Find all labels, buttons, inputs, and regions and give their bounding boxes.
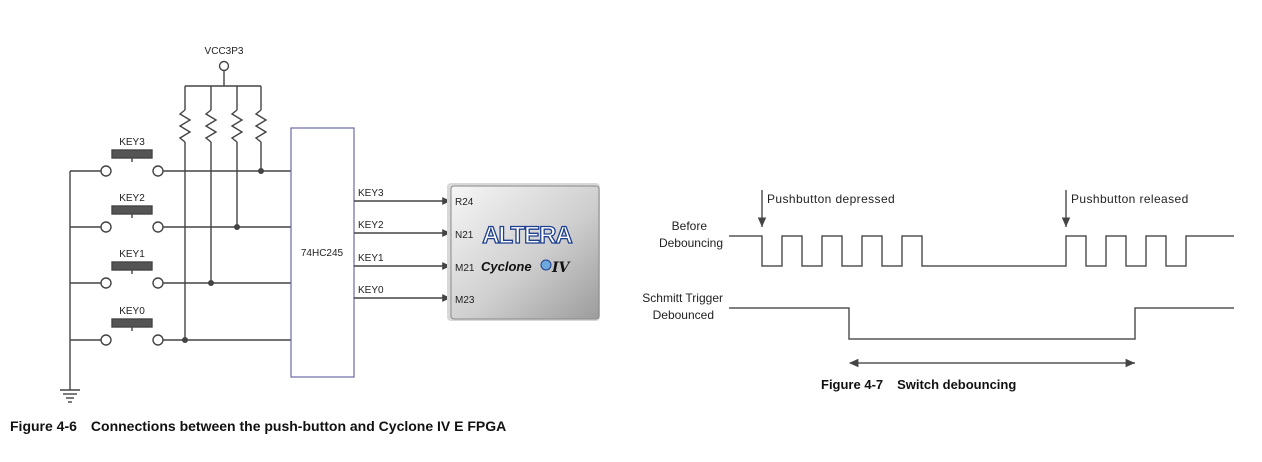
- schematic: VCC3P3: [60, 46, 451, 403]
- cyclone-swirl-icon: [540, 259, 552, 271]
- altera-logo: ALTERA: [482, 222, 572, 249]
- fpga-pin-key1: M21: [455, 263, 475, 274]
- cyclone-suffix: IV: [551, 260, 572, 276]
- power-label: VCC3P3: [205, 46, 244, 57]
- buffer-label: 74HC245: [301, 248, 344, 259]
- resistor-key2: [230, 109, 244, 143]
- waveform-before-debouncing: [729, 235, 1234, 267]
- signal-label-key3: KEY3: [358, 188, 384, 199]
- figure-4-7-number: Figure 4-7: [821, 377, 884, 392]
- switch-key2: [70, 205, 291, 233]
- figure-4-7-title: Switch debouncing: [897, 377, 1017, 392]
- waveform-debounced: [729, 307, 1234, 340]
- figure-4-6-number: Figure 4-6: [10, 418, 77, 434]
- label-before-line2: Debouncing: [659, 236, 723, 250]
- signal-label-key0: KEY0: [358, 285, 384, 296]
- figure-4-6-title: Connections between the push-button and …: [90, 418, 507, 434]
- figure-4-6-caption: Figure 4-6 Connections between the push-b…: [10, 418, 506, 434]
- label-before-line1: Before: [672, 219, 708, 233]
- power-terminal: [218, 60, 230, 72]
- fpga-pin-key2: N21: [455, 230, 474, 241]
- switch-label-key2: KEY2: [119, 193, 145, 204]
- switch-key3: [70, 149, 291, 177]
- junction-dots: [182, 168, 264, 343]
- ground-symbol: [60, 389, 80, 403]
- switch-key1: [70, 261, 291, 289]
- output-signals: [354, 197, 451, 302]
- resistor-key0: [178, 109, 192, 143]
- switch-label-key3: KEY3: [119, 137, 145, 148]
- label-released: Pushbutton released: [1071, 192, 1189, 206]
- label-depressed: Pushbutton depressed: [767, 192, 895, 206]
- resistor-key3: [254, 109, 268, 143]
- debounce-labels: Pushbutton depressed Pushbutton released…: [642, 192, 1188, 322]
- signal-label-key1: KEY1: [358, 253, 384, 264]
- resistor-key1: [204, 109, 218, 143]
- fpga-pin-key3: R24: [455, 197, 474, 208]
- switch-label-key1: KEY1: [119, 249, 145, 260]
- buffer-ic: [290, 127, 355, 378]
- fpga-chip: R24 N21 M21 M23 ALTERA Cyclone IV: [447, 183, 600, 321]
- label-schmitt-line2: Debounced: [653, 308, 714, 322]
- label-schmitt-line1: Schmitt Trigger: [642, 291, 723, 305]
- signal-label-key2: KEY2: [358, 220, 384, 231]
- pullup-resistors: [178, 86, 268, 340]
- debounce-diagram: [729, 190, 1234, 368]
- switch-label-key0: KEY0: [119, 306, 145, 317]
- switch-key0: [70, 318, 291, 346]
- cyclone-logo: Cyclone: [481, 259, 532, 274]
- fpga-pin-key0: M23: [455, 295, 475, 306]
- figure-4-7-caption: Figure 4-7 Switch debouncing: [821, 377, 1016, 392]
